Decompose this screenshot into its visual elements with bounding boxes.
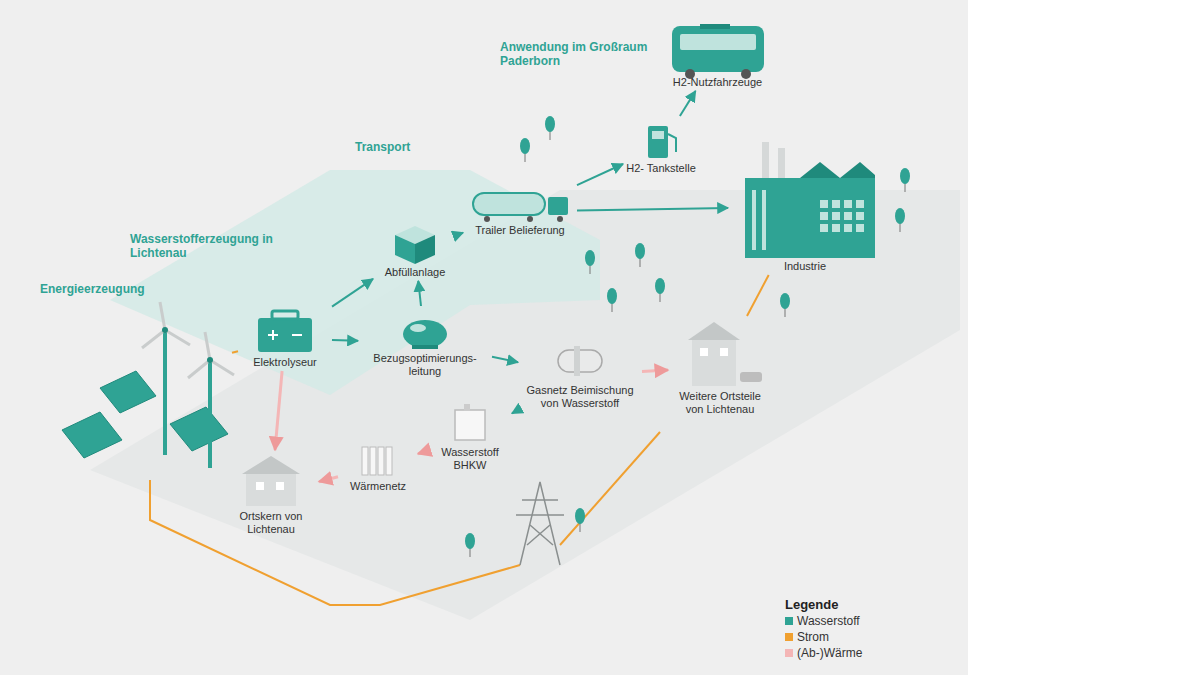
flow-connector	[492, 357, 518, 362]
legend-title: Legende	[785, 596, 862, 613]
legend: LegendeWasserstoffStrom(Ab-)Wärme	[785, 596, 862, 661]
component-label: Weitere Ortsteile von Lichtenau	[670, 390, 770, 416]
tank-icon	[403, 320, 447, 349]
wind-turbine	[142, 302, 190, 455]
component-label: Abfüllanlage	[375, 266, 455, 279]
component: Weitere Ortsteile von Lichtenau	[670, 318, 770, 416]
component: Bezugsoptimierungs- leitung	[360, 308, 490, 378]
fuel-pump-icon	[648, 126, 676, 158]
component-label: H2- Tankstelle	[625, 162, 697, 175]
component-label: Wasserstoff BHKW	[430, 446, 510, 472]
power-pylon	[516, 482, 564, 565]
flow-connector	[680, 91, 696, 116]
component: Industrie	[730, 140, 880, 273]
zone-heading: Energieerzeugung	[40, 282, 230, 296]
component-label: H2-Nutzfahrzeuge	[660, 76, 775, 89]
flow-connector	[275, 371, 282, 450]
zone-heading: Anwendung im Großraum Paderborn	[500, 40, 650, 68]
component: Elektrolyseur	[240, 308, 330, 369]
factory-icon	[745, 142, 875, 258]
component: Gasnetz Beimischung von Wasserstoff	[520, 340, 640, 410]
legend-swatch	[785, 649, 793, 657]
legend-swatch	[785, 617, 793, 625]
flow-connector	[418, 281, 421, 306]
power-line	[150, 480, 520, 605]
legend-text: (Ab-)Wärme	[797, 645, 862, 661]
electrolyser-icon	[258, 311, 312, 352]
zone-heading: Wasserstofferzeugung in Lichtenau	[130, 232, 290, 260]
legend-text: Wasserstoff	[797, 613, 860, 629]
component-label: Industrie	[730, 260, 880, 273]
production-zone	[110, 170, 600, 395]
flow-connector	[512, 410, 518, 413]
component-label: Gasnetz Beimischung von Wasserstoff	[520, 384, 640, 410]
legend-swatch	[785, 633, 793, 641]
flow-connector	[747, 275, 769, 316]
flow-connector	[642, 370, 668, 372]
zone-heading: Transport	[355, 140, 445, 154]
component-label: Wärmenetz	[340, 480, 416, 493]
flow-connector	[232, 351, 238, 353]
house-icon	[242, 456, 300, 506]
trees	[465, 116, 910, 557]
component-label: Trailer Belieferung	[465, 224, 575, 237]
legend-row: Wasserstoff	[785, 613, 862, 629]
power-line	[560, 432, 660, 545]
trailer-icon	[473, 193, 568, 222]
component: H2- Tankstelle	[625, 118, 697, 175]
flow-connector	[332, 279, 373, 307]
component-label: Ortskern von Lichtenau	[225, 510, 317, 536]
flow-connector	[577, 208, 728, 211]
filling-station-icon	[395, 226, 435, 264]
legend-row: Strom	[785, 629, 862, 645]
gas-pipe-icon	[558, 346, 602, 376]
wind-turbine	[188, 332, 234, 468]
component: Trailer Belieferung	[465, 186, 575, 237]
component: Wärmenetz	[340, 440, 416, 493]
background-panel	[0, 0, 968, 675]
flow-connector	[418, 451, 428, 454]
component-label: Bezugsoptimierungs- leitung	[360, 352, 490, 378]
component: Ortskern von Lichtenau	[225, 452, 317, 536]
house-icon	[688, 322, 762, 386]
legend-row: (Ab-)Wärme	[785, 645, 862, 661]
bus-icon	[672, 24, 764, 79]
flow-connector	[457, 233, 463, 235]
zone-group: Energieerzeugung	[40, 282, 230, 476]
flow-connector	[319, 477, 338, 482]
component: Wasserstoff BHKW	[430, 402, 510, 472]
solar-panels	[62, 371, 228, 458]
legend-text: Strom	[797, 629, 829, 645]
component: Abfüllanlage	[375, 222, 455, 279]
flow-connector	[332, 339, 358, 342]
component: H2-Nutzfahrzeuge	[660, 22, 775, 89]
component-label: Elektrolyseur	[240, 356, 330, 369]
flow-connector	[577, 164, 623, 185]
radiator-icon	[362, 447, 392, 475]
chp-icon	[455, 404, 485, 440]
